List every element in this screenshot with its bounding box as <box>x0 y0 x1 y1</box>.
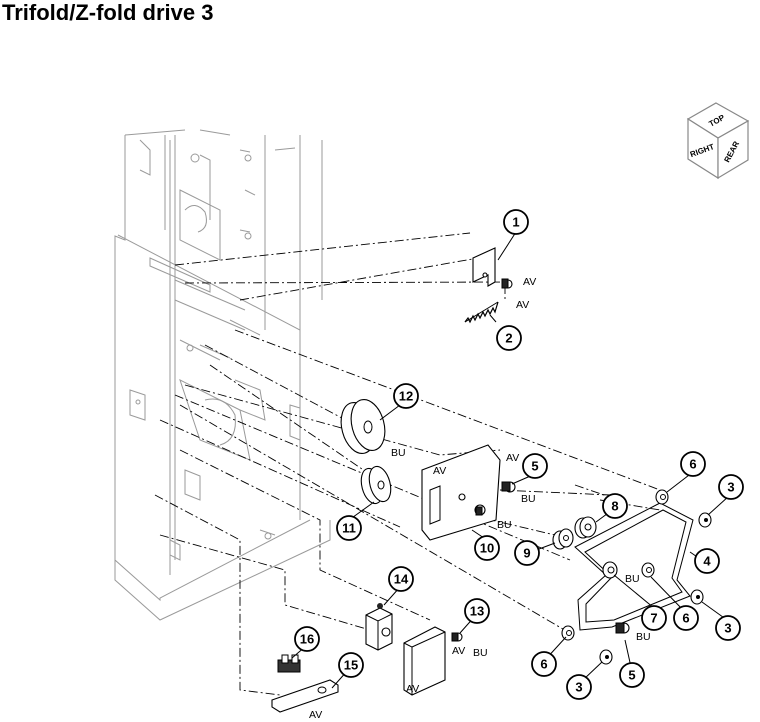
av-label-15: AV <box>309 709 322 721</box>
part-pulley-7 <box>602 561 618 579</box>
svg-text:6: 6 <box>689 457 696 472</box>
callout-7: 7 <box>641 605 667 631</box>
part-solenoid-14 <box>365 603 393 651</box>
orientation-cube: TOP RIGHT REAR <box>686 102 750 180</box>
svg-text:12: 12 <box>399 389 413 404</box>
callout-16: 16 <box>294 626 320 652</box>
callout-3-mid: 3 <box>715 615 741 641</box>
callout-3-low: 3 <box>566 674 592 700</box>
callout-1: 1 <box>503 209 529 235</box>
part-spring-2 <box>464 301 499 324</box>
bu-label-13: BU <box>473 647 488 659</box>
callout-8: 8 <box>602 493 628 519</box>
machine-frame <box>114 129 331 621</box>
svg-text:3: 3 <box>575 680 582 695</box>
callout-6-top: 6 <box>680 451 706 477</box>
part-pulley-6-top <box>655 489 669 505</box>
leader-lines <box>154 232 661 696</box>
av-label-1: AV <box>523 276 536 288</box>
svg-text:8: 8 <box>611 499 618 514</box>
part-belt-4 <box>574 502 694 631</box>
callout-2: 2 <box>496 325 522 351</box>
svg-text:3: 3 <box>727 480 734 495</box>
av-label-13: AV <box>452 645 465 657</box>
svg-text:16: 16 <box>300 632 314 647</box>
part-pulley-6-mid <box>641 562 655 578</box>
bu-label-7: BU <box>625 573 640 585</box>
callout-14: 14 <box>388 566 414 592</box>
av-label-4: AV <box>506 452 519 464</box>
part-bracket-13 <box>403 626 463 696</box>
part-gear-8 <box>574 516 597 539</box>
svg-text:1: 1 <box>512 215 519 230</box>
part-plate-10 <box>421 444 501 541</box>
svg-text:5: 5 <box>531 459 538 474</box>
callout-5-top: 5 <box>522 453 548 479</box>
part-idler-3-low <box>599 649 613 665</box>
designation-labels: AV AV BU AV AV BU BU BU BU AV BU AV AV <box>309 276 651 721</box>
svg-text:14: 14 <box>394 572 409 587</box>
callout-10: 10 <box>474 535 500 561</box>
av-label-14: AV <box>406 683 419 695</box>
callout-6-mid: 6 <box>673 605 699 631</box>
svg-text:15: 15 <box>344 658 358 673</box>
part-idler-3-top <box>698 512 712 528</box>
part-bearing-5-upper <box>501 481 516 493</box>
svg-text:6: 6 <box>540 657 547 672</box>
svg-text:9: 9 <box>523 546 530 561</box>
part-sensor-16 <box>277 654 301 673</box>
svg-text:6: 6 <box>682 611 689 626</box>
part-bracket-1 <box>472 247 513 289</box>
part-gear-9 <box>552 528 574 550</box>
svg-text:10: 10 <box>480 541 494 556</box>
callout-11: 11 <box>336 515 362 541</box>
callout-13: 13 <box>464 598 490 624</box>
svg-text:3: 3 <box>724 621 731 636</box>
part-pulley-11 <box>360 465 392 505</box>
callout-5-low: 5 <box>619 662 645 688</box>
callouts: 1 2 3 4 5 6 7 8 9 10 11 12 13 14 15 16 6… <box>294 209 744 700</box>
callout-6-low: 6 <box>531 651 557 677</box>
svg-text:5: 5 <box>628 668 635 683</box>
callout-15: 15 <box>338 652 364 678</box>
av-label-3: AV <box>433 465 446 477</box>
svg-text:4: 4 <box>703 554 711 569</box>
bu-label-10: BU <box>497 519 512 531</box>
svg-text:2: 2 <box>505 331 512 346</box>
svg-text:7: 7 <box>650 611 657 626</box>
svg-text:13: 13 <box>470 604 484 619</box>
av-label-2: AV <box>516 299 529 311</box>
callout-12: 12 <box>393 383 419 409</box>
svg-text:11: 11 <box>342 521 356 536</box>
part-bearing-5-lower <box>615 622 630 634</box>
part-plate-15 <box>271 679 339 713</box>
callout-4: 4 <box>694 548 720 574</box>
bu-label-5b: BU <box>636 631 651 643</box>
diagram-title: Trifold/Z-fold drive 3 <box>2 0 214 25</box>
part-pulley-12 <box>340 398 386 455</box>
part-pulley-6-low <box>561 625 575 641</box>
part-idler-3-mid <box>690 589 704 605</box>
callout-9: 9 <box>514 540 540 566</box>
bu-label-5: BU <box>521 493 536 505</box>
bu-label-12: BU <box>391 447 406 459</box>
callout-3-top: 3 <box>718 474 744 500</box>
